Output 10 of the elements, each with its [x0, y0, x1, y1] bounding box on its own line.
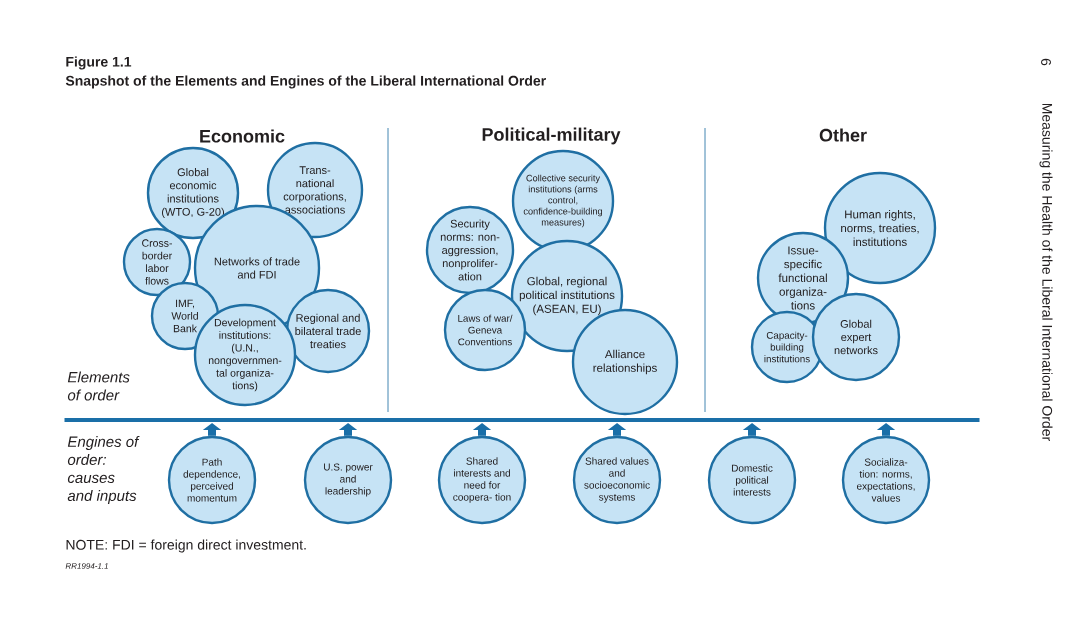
row-label: Engines of order: causes and inputs: [67, 436, 140, 504]
page-number: 6: [1041, 58, 1051, 66]
column-heading: Other: [819, 128, 867, 142]
figure-id: RR1994-1.1: [65, 563, 108, 569]
note: NOTE: FDI = foreign direct investment.: [66, 539, 306, 553]
row-label: Elements of order: [67, 371, 130, 401]
figure-number: Figure 1.1: [66, 56, 132, 70]
running-header: Measuring the Health of the Liberal International Order: [1039, 103, 1053, 441]
column-heading: Economic: [200, 129, 285, 143]
figure-title: Snapshot of the Elements and Engines of the Liberal International Order: [65, 75, 546, 89]
